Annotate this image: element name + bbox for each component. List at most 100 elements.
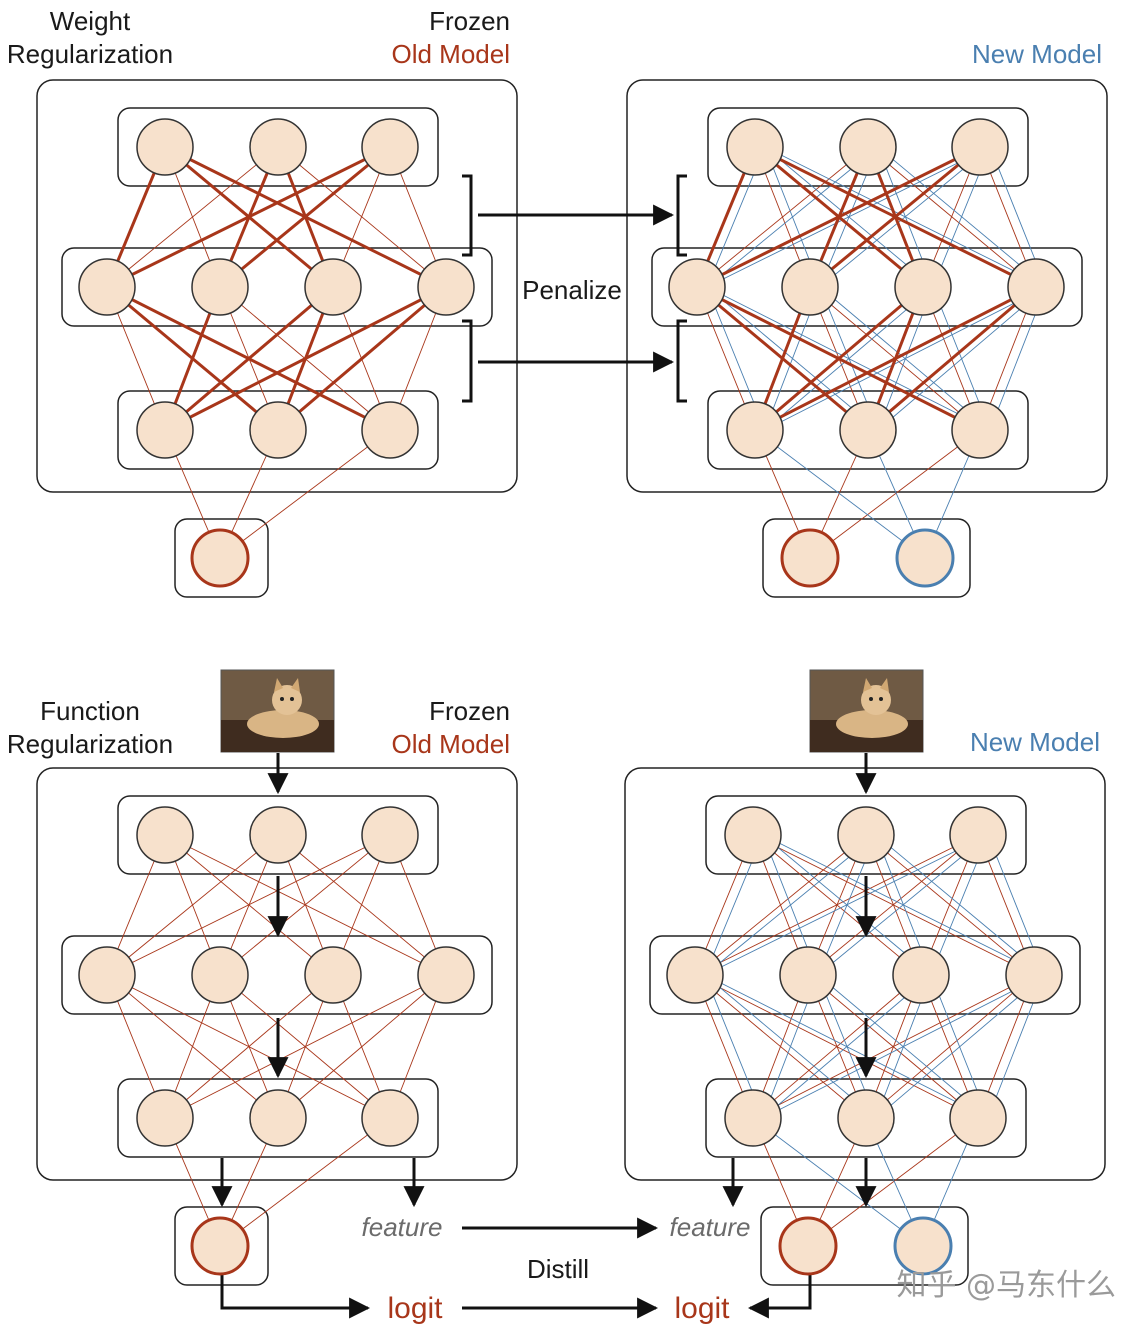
- bottom-old-edge-old: [164, 974, 447, 1119]
- top-old-edge-important: [164, 145, 334, 289]
- cat-photo-icon-left-body: [247, 710, 319, 738]
- top-new-node-l3-2: [839, 401, 897, 459]
- bottom-new-node-l2-3: [892, 946, 950, 1004]
- bracket-new-upper: [676, 174, 687, 257]
- top-new-output-node-old: [780, 528, 840, 588]
- top-new-edge-old: [696, 146, 869, 288]
- top-new-node-l1-2: [839, 118, 897, 176]
- penalize-label: Penalize: [522, 275, 622, 305]
- cat-photo-icon-right-ears: [863, 678, 889, 692]
- bottom-frozen-label: Frozen: [429, 696, 510, 726]
- bottom-old-edge-old: [277, 974, 447, 1119]
- bottom-old-edge-old: [106, 834, 279, 976]
- bottom-new-node-l2-2: [779, 946, 837, 1004]
- bottom-old-node-l3-1: [136, 1089, 194, 1147]
- bottom-new-node-l1-3: [949, 806, 1007, 864]
- bottom-new-edge-new: [704, 834, 877, 976]
- top-old-node-l1-1: [136, 118, 194, 176]
- bottom-new-node-l3-2: [837, 1089, 895, 1147]
- bottom-old-node-l2-3: [304, 946, 362, 1004]
- top-new-outer-frame: [626, 79, 1108, 493]
- top-old-model-label: Old Model: [392, 39, 511, 69]
- top-new-node-l3-3: [951, 401, 1009, 459]
- bottom-old-node-l1-3: [361, 806, 419, 864]
- bottom-new-edge-new: [875, 974, 1045, 1119]
- top-old-node-l1-3: [361, 118, 419, 176]
- top-new-edge-new: [706, 146, 991, 288]
- bracket-new-lower: [676, 319, 687, 403]
- top-old-edge-old: [219, 429, 391, 559]
- top-old-node-l2-2: [191, 258, 249, 316]
- top-new-edge-new: [877, 286, 1047, 431]
- bottom-new-edge-new: [752, 1117, 924, 1247]
- cat-photo-icon-left: [220, 669, 335, 753]
- bottom-new-edge-new: [875, 834, 1045, 976]
- bottom-new-node-l1-2: [837, 806, 895, 864]
- top-new-edge-old: [867, 146, 1037, 288]
- top-old-edge-important: [219, 145, 391, 289]
- bottom-old-edge-old: [219, 834, 391, 976]
- bottom-new-layer3-box: [705, 1078, 1027, 1158]
- bottom-new-node-l3-3: [949, 1089, 1007, 1147]
- bottom-new-edge-old: [694, 834, 979, 976]
- top-new-layer1-box: [707, 107, 1029, 187]
- top-new-output-box: [762, 518, 971, 598]
- bottom-old-node-l1-2: [249, 806, 307, 864]
- bottom-new-edge-new: [762, 974, 1045, 1119]
- bottom-old-node-l2-4: [417, 946, 475, 1004]
- top-new-edge-new: [764, 286, 934, 431]
- function-reg-title-line1: Function: [40, 696, 140, 726]
- top-new-edge-new: [877, 146, 1047, 288]
- bottom-new-node-l2-4: [1005, 946, 1063, 1004]
- bottom-old-edge-old: [219, 1117, 391, 1247]
- feature-label-left: feature: [362, 1212, 443, 1242]
- bottom-old-edge-old: [106, 834, 391, 976]
- top-old-node-l3-2: [249, 401, 307, 459]
- distill-label: Distill: [527, 1254, 589, 1284]
- top-new-edge-important: [867, 285, 1037, 432]
- logit-label-right: logit: [674, 1292, 730, 1325]
- top-new-edge-important: [754, 285, 924, 432]
- top-old-node-l2-1: [78, 258, 136, 316]
- bottom-new-edge-old: [752, 974, 1035, 1119]
- bottom-new-node-l1-1: [724, 806, 782, 864]
- top-old-node-l2-3: [304, 258, 362, 316]
- bottom-new-edge-old: [865, 834, 1035, 976]
- cat-photo-icon-left-head: [272, 685, 302, 715]
- cat-photo-icon-left-eye-left: [280, 697, 284, 701]
- top-old-edge-important: [164, 285, 334, 432]
- cat-photo-icon-right: [809, 669, 924, 753]
- top-frozen-label: Frozen: [429, 6, 510, 36]
- cat-photo-icon-left-eye-right: [290, 697, 294, 701]
- penalize-brackets: [462, 174, 687, 403]
- bracket-old-lower: [462, 319, 473, 403]
- cat-photo-icon-right-head: [861, 685, 891, 715]
- top-new-node-l2-3: [894, 258, 952, 316]
- bottom-new-node-l2-1: [666, 946, 724, 1004]
- top-old-layer1-box: [117, 107, 439, 187]
- cat-photo-icon-right-eye-left: [869, 697, 873, 701]
- top-old-node-l3-3: [361, 401, 419, 459]
- top-old-edge-important: [277, 285, 447, 432]
- logit-arrow-left: [220, 1274, 371, 1319]
- cat-photo-icon-left-ears: [274, 678, 300, 692]
- bottom-old-node-l3-2: [249, 1089, 307, 1147]
- bottom-old-layer1-box: [117, 795, 439, 875]
- bottom-old-layer3-box: [117, 1078, 439, 1158]
- logit-arrow-right: [747, 1274, 812, 1319]
- top-new-model-label: New Model: [972, 39, 1102, 69]
- top-new-edge-important: [809, 145, 981, 289]
- feature-label-right: feature: [670, 1212, 751, 1242]
- top-new-node-l1-1: [726, 118, 784, 176]
- logit-label-left: logit: [387, 1292, 443, 1325]
- top-new-edge-new: [754, 429, 926, 559]
- top-old-edge-old: [277, 146, 447, 288]
- top-old-edge-old: [106, 146, 279, 288]
- top-old-node-l3-1: [136, 401, 194, 459]
- bottom-new-node-l3-1: [724, 1089, 782, 1147]
- top-new-node-l3-1: [726, 401, 784, 459]
- bracket-old-upper: [462, 174, 473, 257]
- bottom-old-edge-old: [164, 974, 334, 1119]
- bottom-new-edge-old: [807, 1117, 979, 1247]
